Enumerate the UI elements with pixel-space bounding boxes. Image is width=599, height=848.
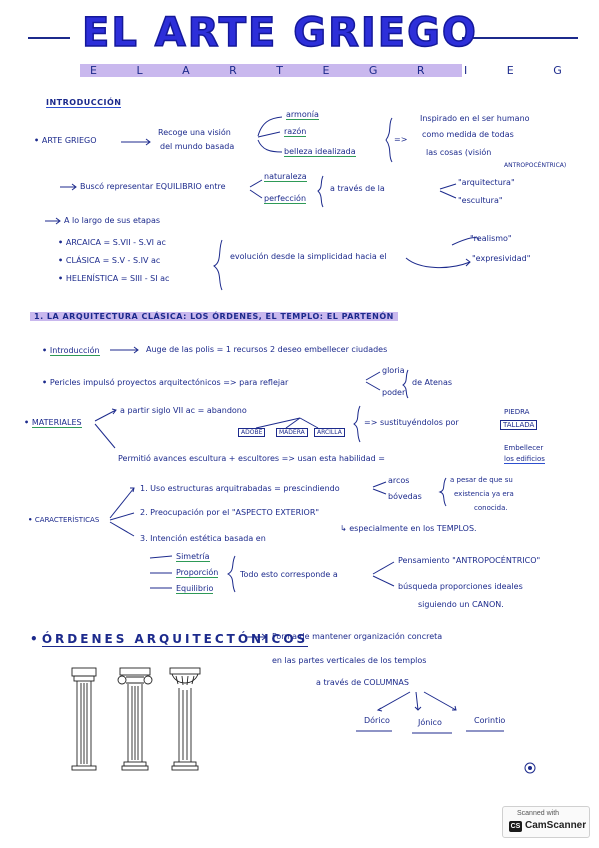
s1-existencia: existencia ya era [454,490,514,498]
s1-proporcion: Proporción [176,568,219,578]
s1-madera: MADERA [276,428,308,437]
intro-heading: INTRODUCCIÓN [46,98,122,108]
intro-razon: razón [284,127,307,137]
intro-helenistica: • HELENÍSTICA = SIII - SI ac [58,274,170,283]
intro-implies: => [394,135,408,144]
camscanner-watermark: Scanned with CS CamScanner [502,806,590,838]
s1-embellecer: Embellecer [504,444,544,452]
ordenes-jonico: Jónico [418,718,442,727]
intro-realismo: "realismo" [470,234,512,243]
intro-inspirado-2: como medida de todas [422,130,514,139]
s1-busqueda-2: siguiendo un CANON. [418,600,504,609]
s1-sustituye: => sustituyéndolos por [364,418,459,427]
intro-arquitectura: "arquitectura" [458,178,515,187]
intro-arcaica: • ARCAICA = S.VII - S.VI ac [58,238,166,247]
ordenes-dorico: Dórico [364,716,390,725]
s1-tallada: TALLADA [500,420,538,430]
s1-edificios: los edificios [504,455,545,464]
s1-poder: poder [382,388,406,397]
intro-perfeccion: perfección [264,194,307,204]
ordenes-corintio: Corintio [474,716,506,725]
scanned-with-label: Scanned with [517,810,560,817]
intro-mundo: del mundo basada [160,142,235,151]
intro-atraves: a través de la [330,184,385,193]
intro-recoge: Recoge una visión [158,128,231,137]
s1-arcos: arcos [388,476,410,485]
intro-evolucion: evolución desde la simplicidad hacia el [230,252,387,261]
ordenes-forma-3: a través de COLUMNAS [316,678,409,687]
ordenes-forma-2: en las partes verticales de los templos [272,656,427,665]
ordenes-forma-1: Forma de mantener organización concreta [272,632,443,641]
s1-todo: Todo esto corresponde a [240,570,338,579]
intro-arte-griego: • ARTE GRIEGO [34,136,97,145]
s1-presar: a pesar de que su [450,476,513,484]
s1-pensamiento: Pensamiento "ANTROPOCÉNTRICO" [398,556,541,565]
s1-materiales: • MATERIALES [24,418,82,428]
s1-conocida: conocida. [474,504,508,512]
s1-boveda: bóvedas [388,492,422,501]
s1-especial: ↳ especialmente en los TEMPLOS. [340,524,477,533]
s1-caracteristicas: • CARACTERÍSTICAS [28,516,100,524]
s1-introduccion: • Introducción [42,346,100,356]
intro-inspirado-4: ANTROPOCÉNTRICA) [504,162,567,169]
s1-adobe: ADOBE [238,428,266,437]
s1-partir: a partir siglo VII ac = abandono [120,406,247,415]
intro-inspirado-1: Inspirado en el ser humano [420,114,530,123]
page-title: EL ARTE GRIEGO [81,9,478,57]
s1-gloria: gloria [382,366,405,375]
section1-heading: 1. LA ARQUITECTURA CLÁSICA: LOS ÓRDENES,… [30,312,398,321]
camscanner-label: CamScanner [525,820,587,831]
s1-simetria: Simetría [176,552,210,562]
s1-arcilla: ARCILLA [314,428,345,437]
s1-equilibrio: Equilibrio [176,584,214,594]
intro-naturaleza: naturaleza [264,172,307,182]
s1-busqueda-1: búsqueda proporciones ideales [398,582,523,591]
s1-c1: 1. Uso estructuras arquitrabadas = presc… [140,484,340,493]
camscanner-logo-icon: CS [509,821,522,832]
ordenes-heading: • ÓRDENES ARQUITECTÓNICOS [30,632,309,647]
intro-largo: A lo largo de sus etapas [64,216,161,225]
intro-clasica: • CLÁSICA = S.V - S.IV ac [58,256,161,265]
s1-atenas: de Atenas [412,378,453,387]
s1-c2: 2. Preocupación por el "ASPECTO EXTERIOR… [140,508,320,517]
s1-auge: Auge de las polis = 1 recursos 2 deseo e… [146,345,388,354]
intro-expresividad: "expresividad" [472,254,531,263]
intro-escultura: "escultura" [458,196,503,205]
s1-pericles: • Pericles impulsó proyectos arquitectón… [42,378,289,387]
page-subtitle: E L A R T E G R I E G O [80,64,599,77]
intro-busco: Buscó representar EQUILIBRIO entre [80,182,226,191]
s1-piedra: PIEDRA [504,408,530,416]
intro-inspirado-3: las cosas (visión [426,148,492,157]
intro-belleza: belleza idealizada [284,147,356,157]
s1-permitio: Permitió avances escultura + escultores … [118,454,385,463]
intro-armonia: armonía [286,110,319,120]
s1-c3: 3. Intención estética basada en [140,534,266,543]
